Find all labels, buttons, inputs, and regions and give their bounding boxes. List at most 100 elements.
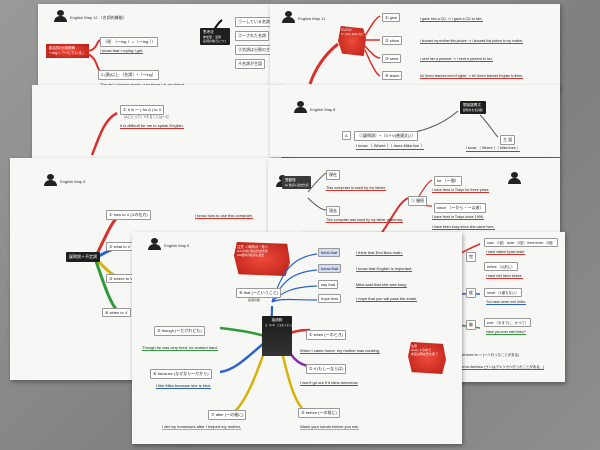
rule-meaning: （Aにとって）Vすることは〜だ — [122, 115, 169, 119]
example-sentence-1: I know that I crying I girl. — [100, 48, 144, 54]
verb-think-that: think that — [318, 248, 341, 257]
since-sentence-1: I have lived in Tokyo since 1998. — [432, 215, 484, 220]
example-sentence: I know how to use this computer. — [195, 213, 254, 219]
tense-present: 現在 — [326, 170, 340, 180]
continuation-label: ① 継続 — [408, 196, 428, 206]
that-sentence-4: I hope that you will pass the exam. — [356, 296, 418, 302]
if-sentence: I won't go out if it rains tomorrow. — [300, 380, 359, 386]
branch-item-2: ②〜された名詞 — [235, 31, 269, 41]
red-topic-node: 動名詞/分詞修飾 〜ing =「〜している」 — [46, 44, 89, 58]
mindmap-sheet-11: English Map 11 SVOO O＝give, show など ① gi… — [270, 4, 560, 90]
rule-label: ① It is 〜 ( for A ) to V — [120, 105, 165, 115]
conj-because: ⑥ because (なぜなら〜だから) — [150, 369, 212, 379]
because-sentence: I like Mika because she is kind. — [156, 383, 212, 389]
person-icon — [282, 11, 295, 23]
have-been-to-note: have been to 〜 (〜へ行ったことがある) — [458, 353, 520, 357]
dark-topic-node: 思考法 参加型・活用 名詞の後ろにつく — [200, 28, 231, 45]
branch-item-4: ④ when to V — [102, 308, 131, 317]
conj-though: ⑤ though (〜だけれども) — [154, 326, 205, 336]
aspect-continue: 継 — [466, 320, 476, 330]
aspect-complete: 完 — [466, 252, 476, 262]
rule-label-2: 2.(過)以上 〔名詞〕+〔〜ing〕 — [98, 70, 159, 80]
ever-sentence: Have you ever met Ichiro? — [486, 330, 526, 335]
conj-if: ② if (もし〜ならば) — [306, 364, 347, 374]
that-sentence-2: I know that English is important. — [356, 266, 413, 272]
verb-a: A — [342, 131, 351, 140]
rule-label: 〔〔疑問詞〕+〔S＋V(普通文)〕〕 — [354, 131, 419, 141]
conj-when: ① when (〜のとき) — [306, 330, 347, 340]
when-if-future-note: 注意 when, if の中で 未来は現在形を使う — [408, 342, 446, 374]
example-sentence: I know 〔 Where 〕〔 does Mika live 〕 — [356, 143, 425, 150]
verb-know-that: know that — [318, 264, 342, 273]
verb-give: ① give — [382, 13, 401, 22]
times-label: once 〔1回〕 twice 〔2回〕 three times 〔3回〕 — [484, 238, 559, 247]
example-sentence-present: This computer is used by my father. — [326, 186, 386, 191]
example-sentence-3: I sent her a present. ⇒ I sent a present… — [420, 57, 493, 62]
example-sentence-2: I showed my mother this picture. ⇒ I sho… — [420, 39, 523, 44]
aspect-experience: 経 — [466, 288, 476, 298]
never-label: never 〔1度もない〕 — [484, 288, 522, 297]
that-sentence-3: Mika said that she was busy. — [356, 282, 407, 288]
when-sentence: When I came home, my mother was cooking. — [300, 348, 381, 354]
since-label: since 〔〜から・〜以来〕 — [434, 203, 487, 213]
branch-lines — [308, 15, 381, 85]
person-icon — [508, 172, 521, 184]
for-sentence: I have lived in Tokyo for three years. — [432, 188, 490, 193]
dark-topic-node: 疑問詞＋不定詞 — [66, 252, 100, 262]
red-topic-node: SVOO O＝give, show など — [338, 26, 366, 56]
person-icon — [44, 174, 57, 186]
branch-item-1: ①〜している名詞 — [235, 17, 270, 27]
after-sentence: I did my homework after I helped my moth… — [162, 424, 241, 430]
sheet-header: English Map 12 〈名詞的機能〉 — [70, 15, 127, 20]
mindmap-sheet-12: English Map 12 〈名詞的機能〉 動名詞/分詞修飾 〜ing =「〜… — [38, 4, 270, 90]
verb-send: ③ send — [382, 54, 402, 63]
branch-item-4: ④名詞が主語 — [235, 59, 265, 69]
branch-lines — [90, 111, 118, 156]
tense-agreement-note: 注意 ＜時制の一致＞ that の前の動詞が過去形 that節内の動詞も過去 — [234, 242, 290, 276]
example-sentence-past: This computer was used by my father yest… — [326, 218, 404, 223]
mindmap-sheet-8: English Map 8 間接疑問文 疑問文を名詞節 A 〔〔疑問詞〕+〔S＋… — [270, 85, 560, 157]
verb-teach: ④ teach — [382, 71, 403, 80]
mindmap-sheet-6: English Map 6 注意 ＜時制の一致＞ that の前の動詞が過去形 … — [132, 232, 462, 444]
dark-topic-node: 受動態 be 動詞＋過去分詞 — [282, 176, 312, 189]
branch-lines — [219, 253, 318, 415]
subject-box: 主 語 — [500, 135, 516, 145]
that-sub: 名詞の節 — [248, 298, 261, 302]
person-icon — [294, 101, 307, 113]
verb-say-that: say that — [318, 280, 339, 289]
example-sentence: It is difficult for me to speak English. — [120, 123, 184, 129]
rule-label-1: 〔現 〔〜ing 〕= 〔〜ing 〕〕 — [100, 37, 159, 47]
mindmap-sheet-it-is: ① It is 〜 ( for A ) to V （Aにとって）Vすることは〜だ… — [32, 85, 282, 160]
sheet-header: English Map 8 — [310, 107, 336, 112]
branch-item-3: ③名詞は分割の主語 — [235, 45, 270, 55]
tense-past: 過去 — [326, 206, 340, 216]
that-label: ④ that (〜ということ) — [236, 288, 282, 298]
since-sentence-2: I have been busy since she came here. — [432, 225, 495, 230]
have-been-to-sentence: been to America. (ケンはアメリカへ行ったことがある。) — [458, 365, 545, 370]
before-sentence: I have met Ichiro before. — [486, 274, 523, 279]
branch-item-1: ① how to V (Vの仕方) — [106, 210, 151, 220]
conj-before: ③ before (〜の前に) — [298, 408, 340, 418]
example-sentence-4: Mr Green teaches them English. ⇒ Mr Gree… — [420, 74, 523, 79]
conjunction-center-node: 接続詞 文（S+V）と文をつなぐ語 — [262, 316, 294, 356]
sheet-header: English Map 9 — [60, 179, 86, 184]
times-sentence: I have visited Kyoto twice. — [486, 250, 526, 255]
conj-after: ⑦ after (〜の後に) — [208, 410, 247, 420]
sheet-header: English Map 6 — [164, 243, 190, 248]
dark-topic-node: 間接疑問文 疑問文を名詞節 — [460, 101, 486, 114]
example-sentence-right: I know 〔 Where 〕〔 Mika lives 〕 — [466, 146, 521, 152]
verb-show: ② show — [382, 36, 403, 45]
person-icon — [148, 238, 161, 250]
before-label: before 〔以前に〕 — [484, 262, 518, 271]
before-sentence: Wash your hands before you eat. — [300, 424, 359, 430]
though-sentence: Though he was very tired, he worked hard… — [142, 345, 218, 351]
sheet-header: English Map 11 — [298, 16, 326, 21]
for-label: for 〔〜間〕 — [434, 176, 462, 186]
branch-item-2: ② what to V — [106, 242, 134, 251]
ever-label: ever 〔今までに、かつて〕 — [484, 318, 532, 327]
never-sentence: You have never met Ichiro. — [486, 300, 527, 305]
that-sentence-1: I think that Emi likes math. — [356, 250, 403, 256]
verb-hope-that: hope that — [318, 294, 341, 303]
example-sentence-1: I gave him a CD. ⇒ I gave a CD to him. — [420, 17, 483, 22]
person-icon — [54, 10, 67, 22]
